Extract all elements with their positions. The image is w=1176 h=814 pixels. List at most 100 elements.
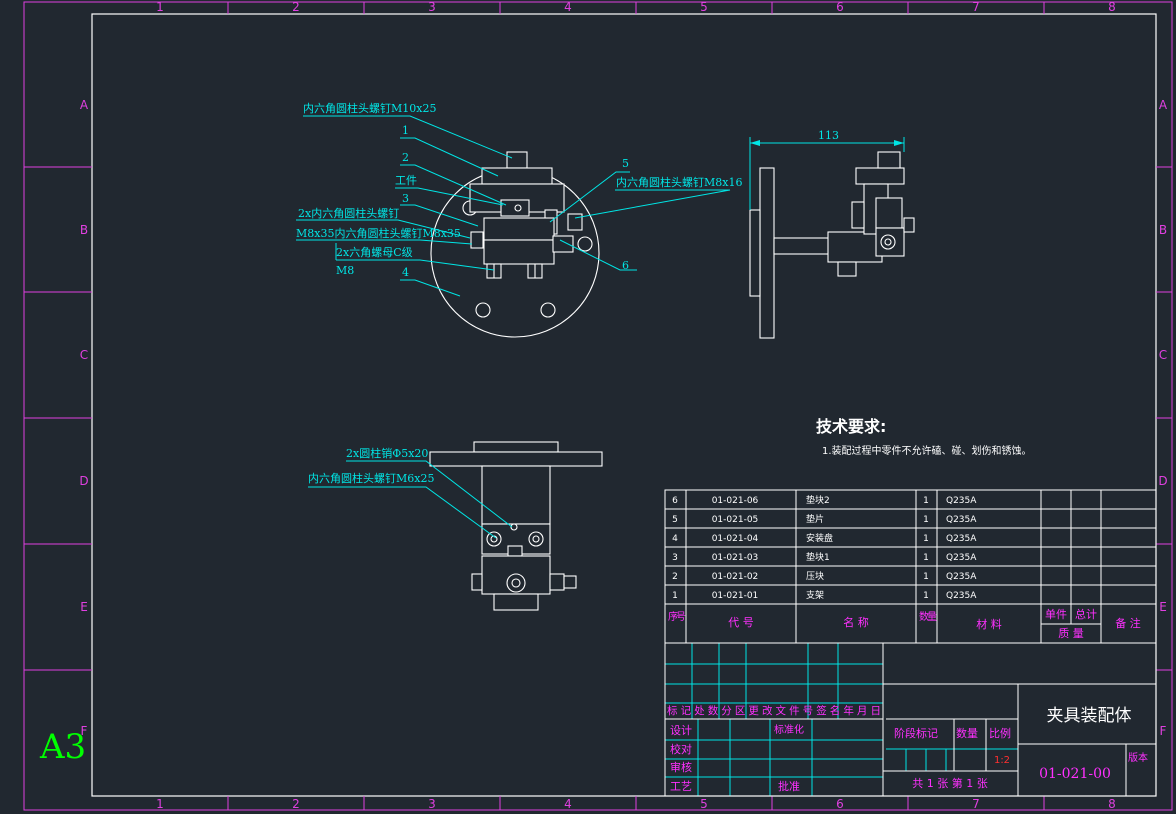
bom-name: 压块 bbox=[806, 570, 824, 582]
grid-ticks bbox=[24, 2, 1172, 810]
row-label: E bbox=[1159, 600, 1167, 614]
col-label: 3 bbox=[428, 0, 436, 14]
bom-qty: 1 bbox=[923, 572, 929, 582]
label-part-1: 1 bbox=[402, 124, 409, 137]
bom-header-total-weight: 总计 bbox=[1075, 607, 1097, 621]
row-label: B bbox=[80, 223, 88, 237]
label-ratio: 比例 bbox=[989, 726, 1011, 740]
row-label: F bbox=[81, 724, 88, 738]
label-workpiece: 工件 bbox=[395, 174, 417, 187]
label-bolt-m8x35: M8x35内六角圆柱头螺钉M8x35 bbox=[296, 226, 461, 240]
bom-name: 垫块2 bbox=[806, 494, 830, 506]
row-label: C bbox=[80, 348, 88, 362]
label-quantity: 数量 bbox=[956, 727, 978, 740]
side-view bbox=[749, 137, 915, 339]
label-approve: 批准 bbox=[778, 779, 800, 793]
label-standardization: 标准化 bbox=[774, 723, 804, 736]
bom-mat: Q235A bbox=[946, 553, 977, 563]
bom-qty: 1 bbox=[923, 591, 929, 601]
bom-header-name: 名 称 bbox=[843, 615, 869, 629]
bom-header-unit-weight: 单件 bbox=[1045, 608, 1067, 621]
label-bolt-m8x16: 内六角圆柱头螺钉M8x16 bbox=[616, 175, 742, 189]
drawing-title: 夹具装配体 bbox=[1047, 706, 1132, 726]
bom-mat: Q235A bbox=[946, 534, 977, 544]
label-part-3: 3 bbox=[402, 192, 409, 205]
bom-code: 01-021-04 bbox=[712, 534, 759, 544]
label-review: 审核 bbox=[670, 760, 692, 774]
bom-qty: 1 bbox=[923, 515, 929, 525]
label-bolt-2x: 2x内六角圆柱头螺钉 bbox=[298, 206, 399, 220]
bom-no: 2 bbox=[672, 572, 678, 582]
row-label: B bbox=[1159, 223, 1167, 237]
col-label: 7 bbox=[972, 797, 980, 811]
bom-code: 01-021-03 bbox=[712, 553, 759, 563]
top-view bbox=[429, 441, 603, 611]
label-version: 版本 bbox=[1128, 751, 1148, 764]
label-part-6: 6 bbox=[622, 259, 629, 272]
col-label: 8 bbox=[1108, 0, 1116, 14]
dimension-113: 113 bbox=[818, 129, 839, 142]
scale-value: 1:2 bbox=[994, 755, 1010, 766]
title-block: 标记处数分区更改文件号签名年月日 设计 校对 审核 工艺 标准化 批准 阶段标记… bbox=[664, 642, 1157, 797]
bom-header-code: 代 号 bbox=[728, 616, 754, 629]
bom-code: 01-021-06 bbox=[712, 496, 759, 506]
tech-req-line1: 1.装配过程中零件不允许磕、碰、划伤和锈蚀。 bbox=[822, 444, 1032, 457]
bom-qty: 1 bbox=[923, 496, 929, 506]
bom-table: 6 01-021-06 垫块2 1 Q235A 5 01-021-05 垫片 1… bbox=[664, 489, 1157, 644]
label-bolt-m6: 内六角圆柱头螺钉M6x25 bbox=[308, 471, 434, 485]
tech-req-title: 技术要求: bbox=[816, 417, 886, 436]
bom-no: 1 bbox=[672, 591, 678, 601]
row-label: D bbox=[79, 474, 88, 488]
label-check: 校对 bbox=[670, 742, 692, 756]
col-label: 1 bbox=[156, 0, 164, 14]
label-m8: M8 bbox=[336, 264, 354, 277]
bom-header-remark: 备 注 bbox=[1115, 616, 1141, 630]
col-label: 5 bbox=[700, 0, 708, 14]
bom-name: 安装盘 bbox=[806, 532, 833, 544]
col-label: 8 bbox=[1108, 797, 1116, 811]
label-pin: 2x圆柱销Φ5x20 bbox=[346, 446, 428, 460]
label-process: 工艺 bbox=[670, 780, 692, 793]
bom-name: 支架 bbox=[806, 589, 824, 601]
bom-name: 垫块1 bbox=[806, 551, 830, 563]
bom-code: 01-021-02 bbox=[712, 572, 759, 582]
bom-qty: 1 bbox=[923, 553, 929, 563]
bom-code: 01-021-05 bbox=[712, 515, 759, 525]
label-part-4: 4 bbox=[402, 266, 409, 279]
label-stage-mark: 阶段标记 bbox=[894, 726, 938, 740]
bom-no: 6 bbox=[672, 496, 678, 506]
col-label: 6 bbox=[836, 0, 844, 14]
bom-header-mat: 材 料 bbox=[976, 617, 1002, 631]
col-label: 4 bbox=[564, 797, 572, 811]
row-label: A bbox=[1159, 98, 1168, 112]
col-label: 7 bbox=[972, 0, 980, 14]
bom-header-no: 序号 bbox=[668, 610, 686, 623]
sheet-size-label: A3 bbox=[39, 727, 86, 767]
bom-qty: 1 bbox=[923, 534, 929, 544]
col-label: 2 bbox=[292, 0, 300, 14]
label-design: 设计 bbox=[670, 724, 692, 737]
bom-code: 01-021-01 bbox=[712, 591, 759, 601]
row-labels: A B C D E F A B C D E F bbox=[79, 98, 1168, 738]
label-part-2: 2 bbox=[402, 151, 409, 164]
column-labels: 1 2 3 4 5 6 7 8 1 2 3 4 5 6 7 8 bbox=[156, 0, 1116, 811]
bom-header-qty: 数量 bbox=[919, 610, 937, 623]
col-label: 3 bbox=[428, 797, 436, 811]
bom-mat: Q235A bbox=[946, 515, 977, 525]
label-nut: 2x六角螺母C级 bbox=[336, 246, 413, 259]
bom-no: 4 bbox=[672, 534, 678, 544]
bom-name: 垫片 bbox=[806, 513, 824, 525]
bom-no: 3 bbox=[672, 553, 678, 563]
leader-lines bbox=[296, 115, 731, 539]
rev-header: 标记处数分区更改文件号签名年月日 bbox=[667, 704, 881, 717]
bom-header-weight: 质 量 bbox=[1058, 627, 1084, 640]
col-label: 5 bbox=[700, 797, 708, 811]
col-label: 4 bbox=[564, 0, 572, 14]
row-label: E bbox=[80, 600, 88, 614]
row-label: F bbox=[1160, 724, 1167, 738]
bom-mat: Q235A bbox=[946, 572, 977, 582]
bom-no: 5 bbox=[672, 515, 678, 525]
sheet-count: 共 1 张 第 1 张 bbox=[912, 776, 987, 790]
col-label: 6 bbox=[836, 797, 844, 811]
